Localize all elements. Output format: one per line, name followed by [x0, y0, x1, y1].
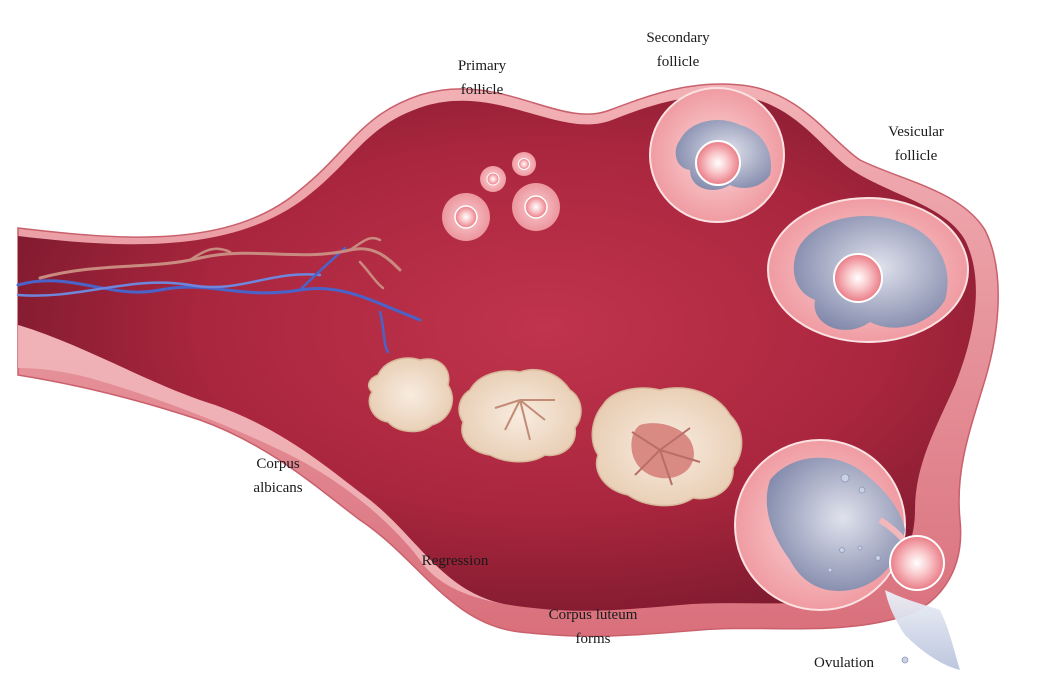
ovary-lower-layer	[18, 325, 510, 605]
corpus-luteum-icon	[458, 369, 582, 463]
corpus-albicans-icon	[367, 357, 453, 433]
fluid-droplets	[827, 473, 909, 664]
label-vesicular-follicle: Vesicular follicle	[888, 124, 944, 164]
label-regression: Regression	[421, 553, 489, 569]
label-corpus-albicans: Corpus albicans	[253, 456, 303, 496]
egg-cell-icon	[833, 253, 883, 303]
vesicular-follicle	[767, 197, 969, 343]
blood-vessel-icon	[16, 236, 422, 354]
label-secondary-follicle: Secondary follicle	[646, 30, 710, 70]
secondary-follicle	[649, 87, 785, 223]
ruptured-follicle	[734, 439, 945, 611]
egg-cell-icon	[695, 140, 741, 186]
ovary-stroma	[18, 95, 976, 611]
label-corpus-luteum: Corpus luteum forms	[548, 607, 638, 647]
label-primary-follicle: Primary follicle	[457, 58, 507, 98]
follicular-fluid	[885, 590, 960, 670]
egg-cell-icon	[454, 205, 478, 229]
corpus-luteum-icon	[591, 387, 743, 507]
primary-follicles	[442, 152, 560, 241]
egg-cell-icon	[889, 535, 945, 591]
label-ovulation: Ovulation	[814, 655, 874, 671]
